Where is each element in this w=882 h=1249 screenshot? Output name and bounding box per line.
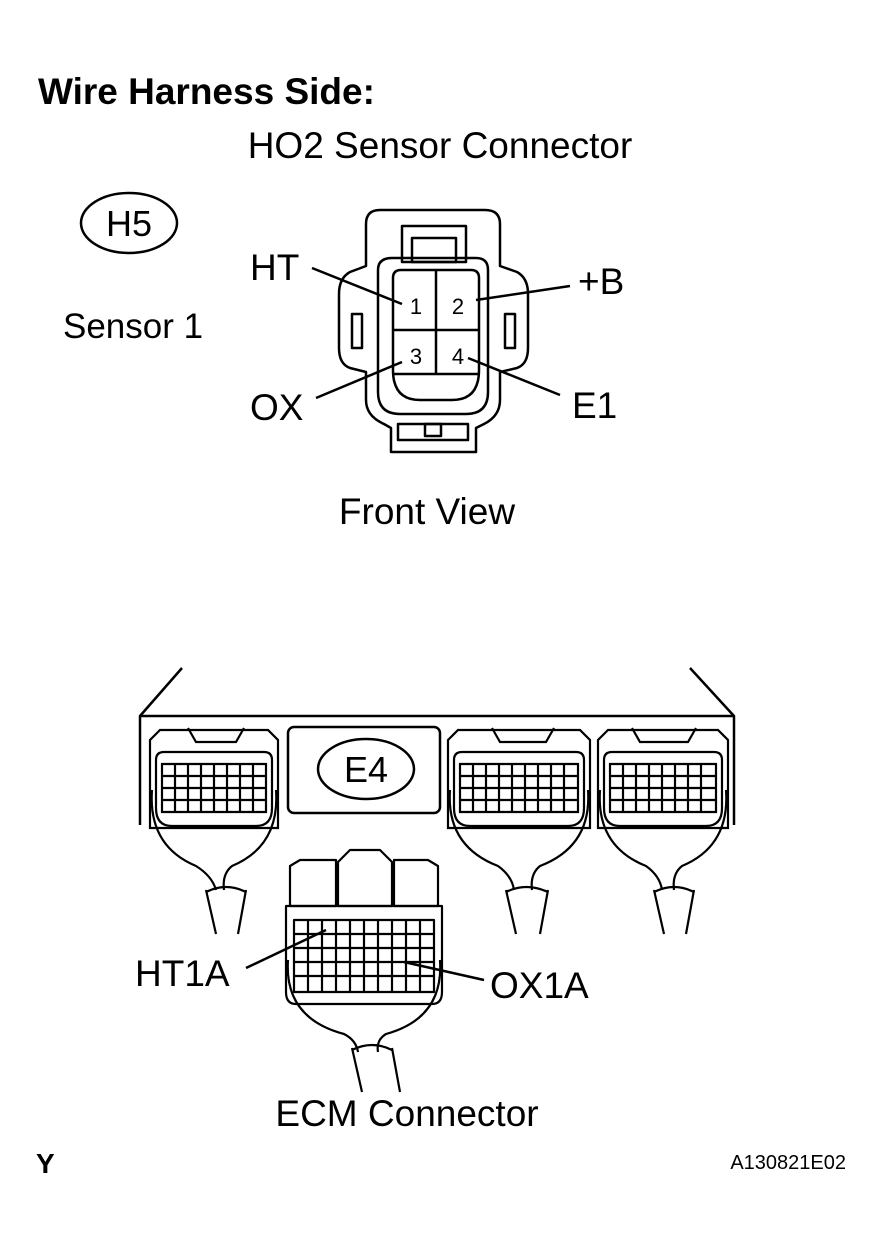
right-side-latch — [503, 312, 517, 350]
ecm-socket-1 — [148, 727, 280, 935]
left-side-latch — [350, 312, 364, 350]
leader-line-ox1a — [403, 960, 485, 982]
bottom-lock — [396, 422, 470, 442]
figure-id: A130821E02 — [730, 1152, 846, 1174]
leader-line-ox — [315, 360, 403, 400]
ecm-label-frame — [286, 725, 442, 815]
pin-number-4: 4 — [452, 344, 464, 369]
connector-code: H5 — [106, 203, 152, 244]
pin-signal-ht: HT — [250, 247, 299, 288]
leader-line-ht — [311, 266, 403, 306]
view-label: Front View — [339, 491, 515, 532]
ecm-terminal-ox1a: OX1A — [490, 965, 589, 1006]
top-latch-inner — [410, 236, 458, 264]
corner-mark: Y — [36, 1148, 55, 1179]
ecm-connector-label: ECM Connector — [275, 1093, 538, 1134]
ecm-code-badge: E4 — [316, 737, 416, 801]
bottom-lock-tab — [423, 422, 443, 438]
pin-number-3: 3 — [410, 344, 422, 369]
page-title: Wire Harness Side: — [38, 71, 375, 112]
ecm-code: E4 — [344, 749, 388, 790]
pin-signal-plus-b: +B — [578, 261, 624, 302]
ecm-socket-4 — [596, 727, 730, 935]
leader-line-e1 — [467, 356, 561, 397]
connector-code-badge: H5 — [79, 191, 179, 255]
ecm-terminal-ht1a: HT1A — [135, 953, 230, 994]
ecm-unit — [138, 667, 736, 825]
connector-inner-rim — [376, 256, 490, 416]
ecm-socket-3 — [446, 727, 592, 935]
leader-line-plus-b — [475, 284, 571, 302]
pin-signal-ox: OX — [250, 387, 303, 428]
sensor-position-label: Sensor 1 — [63, 307, 203, 346]
ecm-harness-connector — [284, 848, 444, 1093]
connector-title: HO2 Sensor Connector — [248, 125, 633, 166]
connector-housing — [337, 208, 530, 454]
top-latch — [400, 224, 468, 264]
ho2-sensor-connector — [337, 208, 530, 454]
pin-signal-e1: E1 — [572, 385, 617, 426]
pin-number-2: 2 — [452, 294, 464, 319]
leader-line-ht1a — [245, 928, 327, 970]
pin-number-1: 1 — [410, 294, 422, 319]
pin-cavity — [391, 268, 481, 402]
